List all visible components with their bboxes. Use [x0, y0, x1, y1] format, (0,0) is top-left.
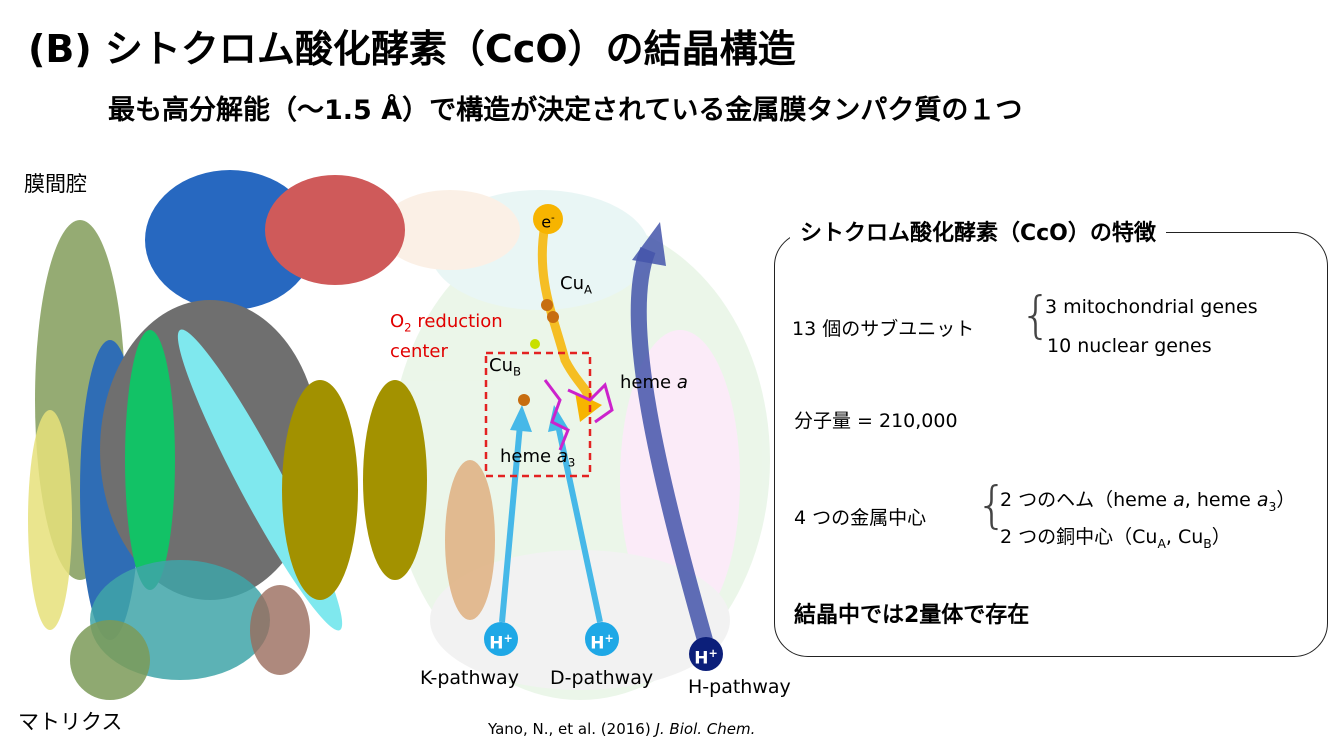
cub-label-text: Cu [489, 355, 513, 376]
metal-cu-d: B [1203, 536, 1212, 551]
proton-d-marker: H+ [585, 622, 619, 656]
active-site-box [484, 351, 592, 478]
metal-cu-e: ） [1211, 526, 1231, 548]
dimer-text: 結晶中では2量体で存在 [794, 603, 1030, 628]
metal-heme-text: 2 つのヘム（heme a, heme a3） [1000, 485, 1295, 514]
metal-heme-f: ） [1276, 489, 1296, 511]
page-title: (B) シトクロム酸化酵素（CcO）の結晶構造 [28, 27, 796, 71]
proton-k-sup: + [503, 632, 513, 645]
electron-label: e [541, 212, 552, 232]
cub-label-sub: B [512, 364, 522, 379]
proton-k-text: H [489, 633, 504, 654]
o2-label-center: center [390, 340, 448, 362]
o2-reduction-center-label: O2 reduction center [390, 310, 503, 364]
proton-h-text: H [694, 648, 709, 669]
electron-marker: e- [533, 204, 563, 234]
cub-label: CuB [489, 355, 521, 379]
d-pathway-arrowhead [548, 405, 568, 432]
cua-label-text: Cu [560, 273, 584, 294]
metal-heme-b: a [1173, 489, 1185, 511]
h-pathway-label: H-pathway [688, 676, 791, 698]
metal-heme-d: a [1256, 489, 1269, 511]
molecular-weight-text: 分子量 = 210,000 [794, 410, 958, 432]
o2-label-o: O [390, 311, 405, 332]
heme-a3-sub: 3 [567, 455, 576, 470]
heme-a3-label: heme a3 [500, 446, 575, 470]
metal-heme-c: , heme [1184, 489, 1257, 511]
metal-cu-a: 2 つの銅中心（Cu [1000, 526, 1158, 548]
heme-a3-text: heme [500, 446, 557, 467]
cua-label-sub: A [583, 282, 592, 297]
k-pathway-arrow [499, 424, 523, 623]
proton-k-marker: H+ [484, 622, 518, 656]
proton-d-sup: + [604, 632, 614, 645]
metal-heme-a: 2 つのヘム（heme [1000, 489, 1174, 511]
cub-atom [518, 394, 530, 406]
cua-atom-1 [541, 299, 553, 311]
heme-a-label: heme a [620, 372, 688, 393]
proton-h-marker: H+ [689, 637, 723, 671]
heme-a-text: heme [620, 372, 677, 393]
fe-atom [530, 339, 540, 349]
genes-nuclear: 10 nuclear genes [1047, 335, 1212, 357]
d-pathway-arrow [555, 424, 603, 623]
proton-h-sup: + [708, 647, 718, 660]
cua-atom-2 [547, 311, 559, 323]
metal-cu-b: A [1157, 536, 1166, 551]
heme-a-italic: a [676, 372, 688, 393]
left-protomer [28, 170, 495, 700]
metal-heme-e: 3 [1268, 499, 1277, 514]
metal-cu-c: , Cu [1165, 526, 1204, 548]
citation: Yano, N., et al. (2016) J. Biol. Chem. [488, 720, 755, 738]
heme-groups [543, 379, 614, 451]
metal-centers-text: 4 つの金属中心 [794, 507, 927, 529]
genes-mito: 3 mitochondrial genes [1045, 296, 1258, 318]
heme-a3-italic: a [556, 446, 568, 467]
citation-journal: J. Biol. Chem. [655, 720, 756, 738]
faded-protomer [380, 190, 770, 700]
proton-d-text: H [590, 633, 605, 654]
subunits-text: 13 個のサブユニット [792, 318, 975, 340]
k-pathway-arrowhead [510, 405, 532, 432]
k-pathway-label: K-pathway [420, 667, 519, 689]
features-panel-title: シトクロム酸化酵素（CcO）の特徴 [790, 215, 1166, 247]
protein-structure-figure [28, 170, 770, 700]
electron-superscript: - [551, 212, 555, 224]
region-label-matrix: マトリクス [18, 710, 123, 734]
o2-label-reduction: reduction [411, 311, 503, 332]
o2-label-sub: 2 [404, 320, 412, 335]
electron-path-arrowhead [575, 392, 602, 422]
citation-authors: Yano, N., et al. (2016) [488, 720, 656, 738]
electron-path [537, 224, 593, 413]
region-label-intermembrane: 膜間腔 [24, 172, 87, 196]
h-pathway-arrow [630, 247, 713, 643]
h-pathway-arrowhead [632, 222, 666, 266]
genes-brace: { [1020, 286, 1052, 344]
metal-copper-text: 2 つの銅中心（CuA, CuB） [1000, 522, 1231, 551]
d-pathway-label: D-pathway [550, 667, 654, 689]
cua-label: CuA [560, 273, 592, 297]
page-subtitle: 最も高分解能（〜1.5 Å）で構造が決定されている金属膜タンパク質の１つ [108, 95, 1023, 126]
metal-brace: { [976, 476, 1008, 534]
